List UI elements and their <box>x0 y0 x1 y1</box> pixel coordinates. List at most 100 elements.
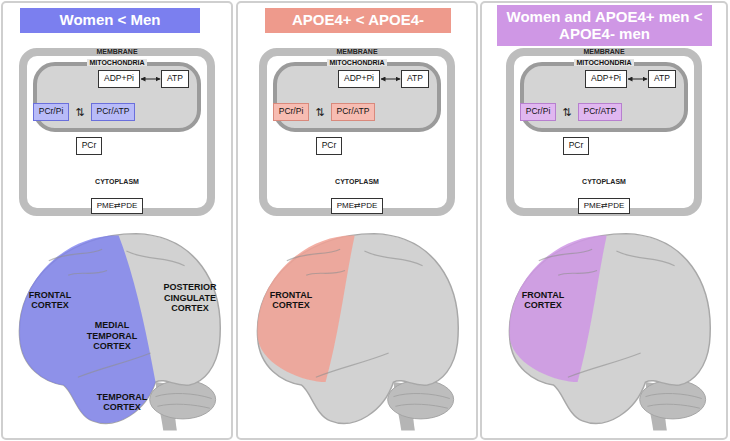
ratio-box: PCr/ATP <box>578 103 623 120</box>
header-text: APOE4+ < APOE4- <box>271 12 445 29</box>
brain-sulci <box>287 249 423 377</box>
metabolite-box: PCr <box>316 137 343 154</box>
metabolite-box: PME⇄PDE <box>91 198 144 215</box>
highlighted-region <box>257 236 354 383</box>
compartment-label-holder: MITOCHONDRIA <box>524 58 684 67</box>
ratio-box: PCr/ATP <box>331 103 376 120</box>
membrane-box: MEMBRANE CYTOPLASM MITOCHONDRIA ADP+Pi ATP PC… <box>259 48 455 216</box>
region-label-holder: MEDIAL TEMPORAL CORTEX <box>81 320 143 351</box>
header-box: APOE4+ < APOE4- <box>265 8 451 33</box>
compartment-label-holder: CYTOPLASM <box>267 177 447 186</box>
compartment-label: MITOCHONDRIA <box>327 59 386 66</box>
cerebellum-folds <box>394 393 450 408</box>
ratio-box: PCr/Pi <box>33 103 70 120</box>
metabolite-text: PME⇄PDE <box>584 201 625 210</box>
brain-sulci <box>539 249 675 377</box>
region-label: MEDIAL TEMPORAL CORTEX <box>87 320 138 351</box>
metabolite-text: PCr/ATP <box>584 106 617 116</box>
exchange-arrow-symbol: ⇅ <box>315 106 324 118</box>
metabolite-text: PCr/ATP <box>97 106 130 116</box>
metabolite-box: ATP <box>401 70 429 87</box>
metabolite-text: PCr <box>322 140 337 150</box>
brain-illustration <box>509 234 710 431</box>
exchange-arrow-symbol-holder: ⇅ <box>562 107 571 118</box>
metabolite-box: ADP+Pi <box>98 70 140 87</box>
compartment-label-holder: MITOCHONDRIA <box>37 58 197 67</box>
metabolite-box: ADP+Pi <box>585 70 627 87</box>
region-label: FRONTAL CORTEX <box>522 290 564 310</box>
compartment-label-holder: MEMBRANE <box>27 47 207 56</box>
metabolite-text: ATP <box>407 73 423 83</box>
metabolite-box: PCr <box>563 137 590 154</box>
brain-sulci <box>49 249 185 377</box>
header-text: Women < Men <box>26 12 194 29</box>
compartment-label: CYTOPLASM <box>95 178 139 185</box>
exchange-arrow-symbol: ⇅ <box>75 106 84 118</box>
membrane-box: MEMBRANE CYTOPLASM MITOCHONDRIA ADP+Pi ATP PC… <box>506 48 702 216</box>
header-box: Women < Men <box>20 8 200 33</box>
exchange-arrow-symbol-holder: ⇅ <box>315 107 324 118</box>
cerebellum-folds <box>646 393 702 408</box>
region-label: TEMPORAL CORTEX <box>97 392 148 412</box>
compartment-label-holder: MEMBRANE <box>514 47 694 56</box>
cerebellum-folds <box>156 393 212 408</box>
cerebrum <box>19 234 220 424</box>
mitochondria-box: MITOCHONDRIA ADP+Pi ATP PCr/Pi PCr/ATP <box>520 62 688 132</box>
compartment-label: MITOCHONDRIA <box>87 59 146 66</box>
metabolite-box: PME⇄PDE <box>578 198 631 215</box>
highlighted-region <box>19 236 155 424</box>
compartment-label: MITOCHONDRIA <box>574 59 633 66</box>
exchange-arrow-symbol-holder: ⇅ <box>75 107 84 118</box>
membrane-box: MEMBRANE CYTOPLASM MITOCHONDRIA ADP+Pi ATP PC… <box>19 48 215 216</box>
cerebellum <box>150 380 216 419</box>
region-label-holder: POSTERIOR CINGULATE CORTEX <box>161 282 219 313</box>
metabolite-text: PME⇄PDE <box>97 201 138 210</box>
metabolite-box: ATP <box>648 70 676 87</box>
metabolite-text: PCr <box>82 140 97 150</box>
region-label-holder: FRONTAL CORTEX <box>513 290 573 311</box>
metabolite-box: ADP+Pi <box>338 70 380 87</box>
compartment-label-holder: MITOCHONDRIA <box>277 58 437 67</box>
region-label: FRONTAL CORTEX <box>270 290 312 310</box>
region-label: FRONTAL CORTEX <box>29 290 71 310</box>
compartment-label: MEMBRANE <box>336 48 377 55</box>
header-text: Women and APOE4+ men < APOE4- men <box>503 9 706 42</box>
metabolite-text: PCr/Pi <box>39 106 64 116</box>
panel-frame <box>2 2 232 439</box>
exchange-arrow-symbol: ⇅ <box>562 106 571 118</box>
compartment-label: MEMBRANE <box>96 48 137 55</box>
metabolite-text: PME⇄PDE <box>337 201 378 210</box>
panel-frame <box>237 2 477 439</box>
region-label-holder: TEMPORAL CORTEX <box>92 392 152 413</box>
metabolite-text: ADP+Pi <box>591 73 621 83</box>
region-label-holder: FRONTAL CORTEX <box>261 290 321 311</box>
cerebellum <box>640 380 706 419</box>
cerebellum <box>388 380 454 419</box>
brain-illustration <box>19 234 220 431</box>
metabolite-text: PCr/ATP <box>337 106 370 116</box>
metabolite-box: ATP <box>161 70 189 87</box>
header-box: Women and APOE4+ men < APOE4- men <box>497 5 712 46</box>
metabolite-text: PCr <box>569 140 584 150</box>
compartment-label-holder: MEMBRANE <box>267 47 447 56</box>
metabolite-text: ATP <box>654 73 670 83</box>
compartment-label-holder: CYTOPLASM <box>27 177 207 186</box>
compartment-label: CYTOPLASM <box>582 178 626 185</box>
mitochondria-box: MITOCHONDRIA ADP+Pi ATP PCr/Pi PCr/ATP <box>33 62 201 132</box>
brain-illustration <box>257 234 458 431</box>
compartment-label: MEMBRANE <box>583 48 624 55</box>
region-label-holder: FRONTAL CORTEX <box>20 290 80 311</box>
compartment-label-holder: CYTOPLASM <box>514 177 694 186</box>
cerebrum <box>257 234 458 424</box>
panel-frame <box>481 2 727 439</box>
metabolite-text: ATP <box>167 73 183 83</box>
ratio-box: PCr/Pi <box>520 103 557 120</box>
highlighted-region <box>509 236 606 383</box>
region-label: POSTERIOR CINGULATE CORTEX <box>163 282 216 313</box>
cerebrum <box>509 234 710 424</box>
mitochondria-box: MITOCHONDRIAADP+PiATPPCr/PiPCr/ATP <box>273 62 441 132</box>
compartment-label: CYTOPLASM <box>335 178 379 185</box>
metabolite-box: PCr <box>76 137 103 154</box>
metabolite-text: ADP+Pi <box>344 73 374 83</box>
